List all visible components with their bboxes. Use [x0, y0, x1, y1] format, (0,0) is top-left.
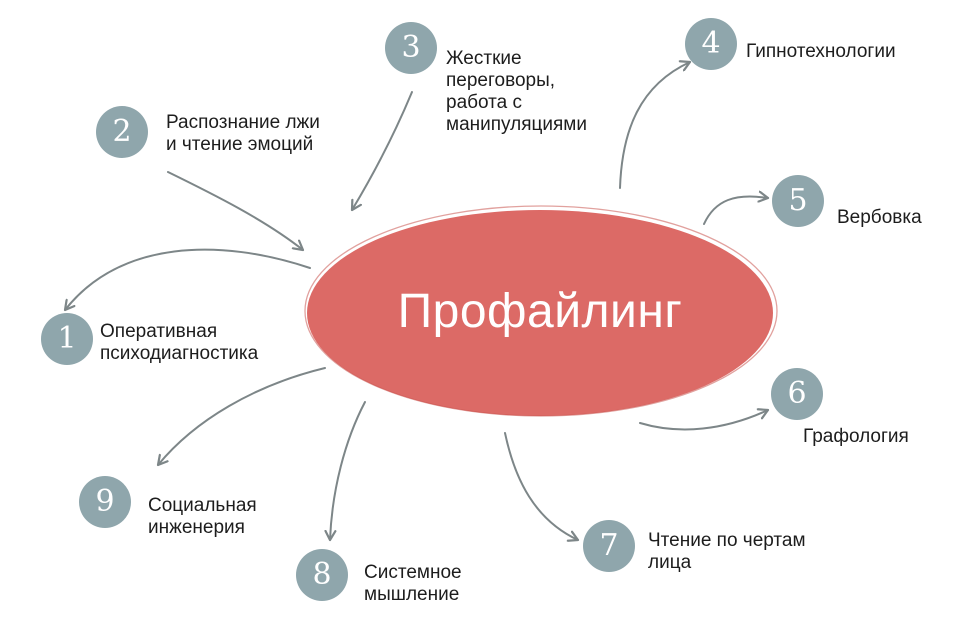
arrow-to-node-8 — [330, 401, 366, 540]
center-ellipse — [307, 210, 773, 416]
node-3-label: Жесткие переговоры, работа с манипуляция… — [446, 48, 587, 135]
node-2-badge: 2 — [96, 106, 148, 158]
arrow-to-node-4 — [619, 62, 690, 189]
node-1-badge: 1 — [41, 313, 93, 365]
arrow-to-node-1 — [65, 248, 311, 310]
node-1-label: Оперативная психодиагностика — [100, 321, 259, 364]
node-6-badge: 6 — [771, 368, 823, 420]
node-2-label: Распознание лжи и чтение эмоций — [166, 112, 320, 155]
node-9-badge: 9 — [79, 476, 131, 528]
arrow-to-node-6 — [639, 410, 768, 431]
node-3-badge: 3 — [385, 22, 437, 74]
node-9-label: Социальная инженерия — [148, 495, 257, 538]
node-5-label: Вербовка — [837, 207, 922, 228]
node-6-label: Графология — [803, 426, 909, 447]
node-8-label: Системное мышление — [364, 562, 462, 605]
node-8-badge: 8 — [296, 549, 348, 601]
arrow-to-node-5 — [703, 196, 768, 225]
node-7-badge: 7 — [583, 520, 635, 572]
arrow-from-node-2 — [167, 171, 303, 250]
arrow-to-node-9 — [158, 367, 326, 465]
node-7-label: Чтение по чертам лица — [648, 530, 806, 573]
node-5-badge: 5 — [772, 175, 824, 227]
arrow-to-node-7 — [504, 432, 578, 540]
node-4-label: Гипнотехнологии — [746, 41, 896, 62]
node-4-badge: 4 — [685, 18, 737, 70]
center-title: Профайлинг — [397, 285, 683, 338]
center-ellipse-sketch-outline — [304, 205, 778, 417]
arrow-from-node-3 — [352, 91, 413, 210]
